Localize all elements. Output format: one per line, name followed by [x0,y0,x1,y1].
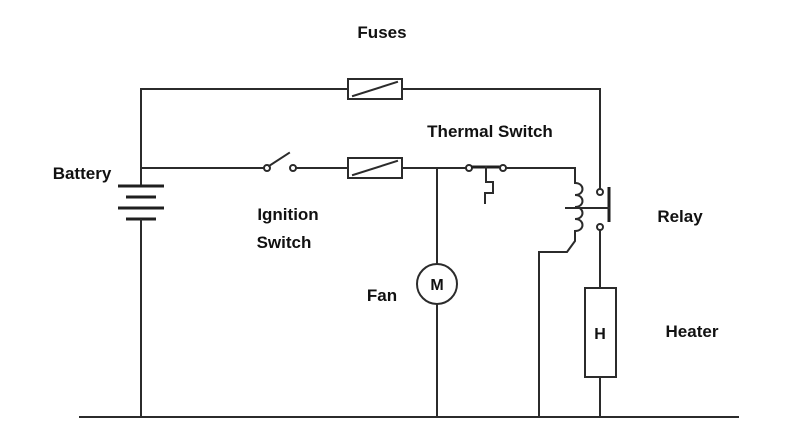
thermal-switch-actuator [484,166,494,204]
wire-thermal-switch-to-coil [505,167,576,184]
fan-label: Fan [367,286,397,305]
relay-contact-upper [596,188,604,196]
heater-label: Heater [666,322,719,341]
ignition-fuse-element [351,159,399,177]
ignition-switch-label-line2: Switch [257,233,312,252]
motor-symbol: M [430,277,443,294]
fuses-label: Fuses [357,23,406,42]
heater-symbol: H [594,326,606,343]
wire-top-fuse-to-relay [401,88,601,190]
thermal-switch-label: Thermal Switch [427,122,553,141]
heater-element [584,287,617,378]
battery-label: Battery [53,164,112,183]
top-fuse-element [351,80,399,98]
relay-label: Relay [657,207,703,226]
wire-coil-to-ground [538,230,576,418]
ignition-switch-blade [267,151,291,168]
wire-battery-to-top-fuse [140,88,349,186]
ignition-switch-label-line1: Ignition [257,205,318,224]
